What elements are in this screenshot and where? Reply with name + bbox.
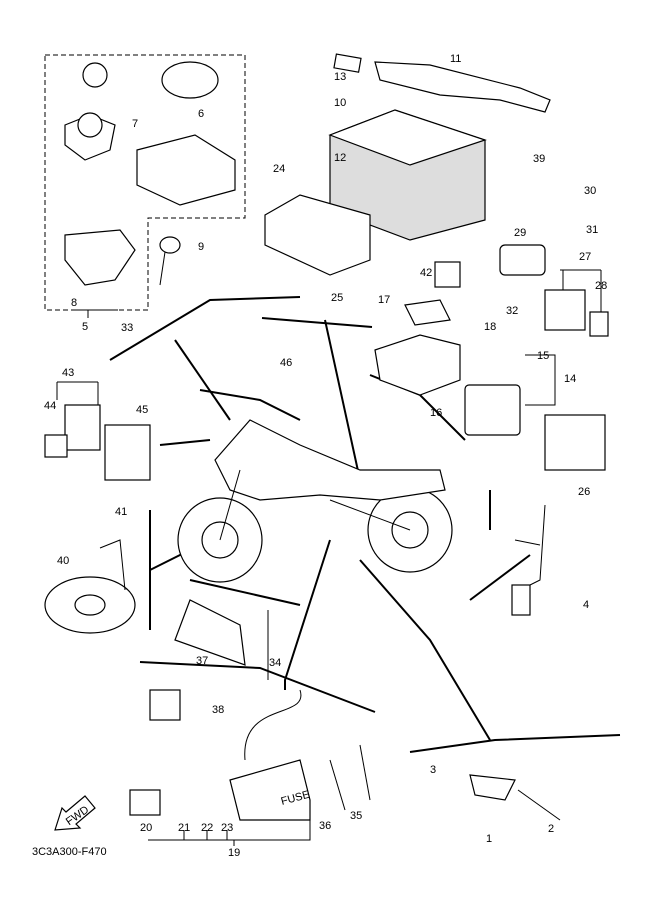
callout-26: 26 [578,486,590,498]
part-13-cover [333,53,362,73]
battery-top [328,109,487,166]
callout-43: 43 [62,367,74,379]
callout-17: 17 [378,294,390,306]
part-lock-cap [82,62,108,88]
parts: FUSE FWD [44,53,609,831]
callout-42: 42 [420,267,432,279]
fwd-arrow-icon [54,795,96,831]
part-fuel-cap [161,61,219,99]
part-42-relay [434,261,461,288]
diagram-code: 3C3A300-F470 [32,846,107,858]
part-24-ecu [264,194,371,276]
callout-11: 11 [450,53,461,65]
callout-29: 29 [514,227,526,239]
callout-32: 32 [506,305,518,317]
callout-22: 22 [201,822,213,834]
part-20-relay [129,789,161,816]
callout-33: 33 [121,322,133,334]
part-19-fuse-box [229,759,311,821]
callout-31: 31 [586,224,598,236]
callout-13: 13 [334,71,346,83]
callout-37: 37 [196,655,208,667]
part-1-switch [469,774,516,801]
callout-24: 24 [273,163,285,175]
part-starter-relay [464,384,521,436]
callout-14: 14 [564,373,576,385]
part-11-bracket [374,61,551,113]
callout-15: 15 [537,350,549,362]
callout-39: 39 [533,153,545,165]
part-9-key [159,236,181,254]
part-4-switch [511,584,531,616]
part-43-relay [64,404,101,451]
callout-7: 7 [132,118,138,130]
part-17-cover [404,299,451,326]
main-switch [64,229,136,286]
group-brackets [56,269,602,846]
part-26-unit [544,414,606,471]
callout-23: 23 [221,822,233,834]
callout-35: 35 [350,810,362,822]
callout-41: 41 [115,506,127,518]
callout-10: 10 [334,97,346,109]
callout-8: 8 [71,297,77,309]
ignition-group-box [44,54,246,311]
part-29-relay [499,244,546,276]
callout-21: 21 [178,822,190,834]
callout-2: 2 [548,823,554,835]
part-45-unit [104,424,151,481]
callout-44: 44 [44,400,56,412]
callout-27: 27 [579,251,591,263]
callout-46: 46 [280,357,292,369]
lock-cylinder [77,112,103,138]
callout-34: 34 [269,657,281,669]
callout-6: 6 [198,108,204,120]
callout-5: 5 [82,321,88,333]
part-37-cover [174,599,246,666]
callout-36: 36 [319,820,331,832]
part-16-cover [374,334,461,396]
part-28-cover [589,311,609,337]
callout-4: 4 [583,599,589,611]
callout-40: 40 [57,555,69,567]
part-38-holder [149,689,181,721]
callout-45: 45 [136,404,148,416]
callout-28: 28 [595,280,607,292]
callout-12: 12 [334,152,346,164]
motorcycle [177,419,453,583]
callout-18: 18 [484,321,496,333]
section-dividers [109,296,621,753]
callout-25: 25 [331,292,343,304]
part-44-cover [44,434,68,458]
callout-19: 19 [228,847,240,859]
callout-1: 1 [486,833,492,845]
callout-20: 20 [140,822,152,834]
callout-16: 16 [430,407,442,419]
callout-30: 30 [584,185,596,197]
part-6-module [136,134,236,206]
callout-9: 9 [198,241,204,253]
part-27-relay [544,289,586,331]
callout-3: 3 [430,764,436,776]
horn-center [74,594,106,616]
callout-38: 38 [212,704,224,716]
